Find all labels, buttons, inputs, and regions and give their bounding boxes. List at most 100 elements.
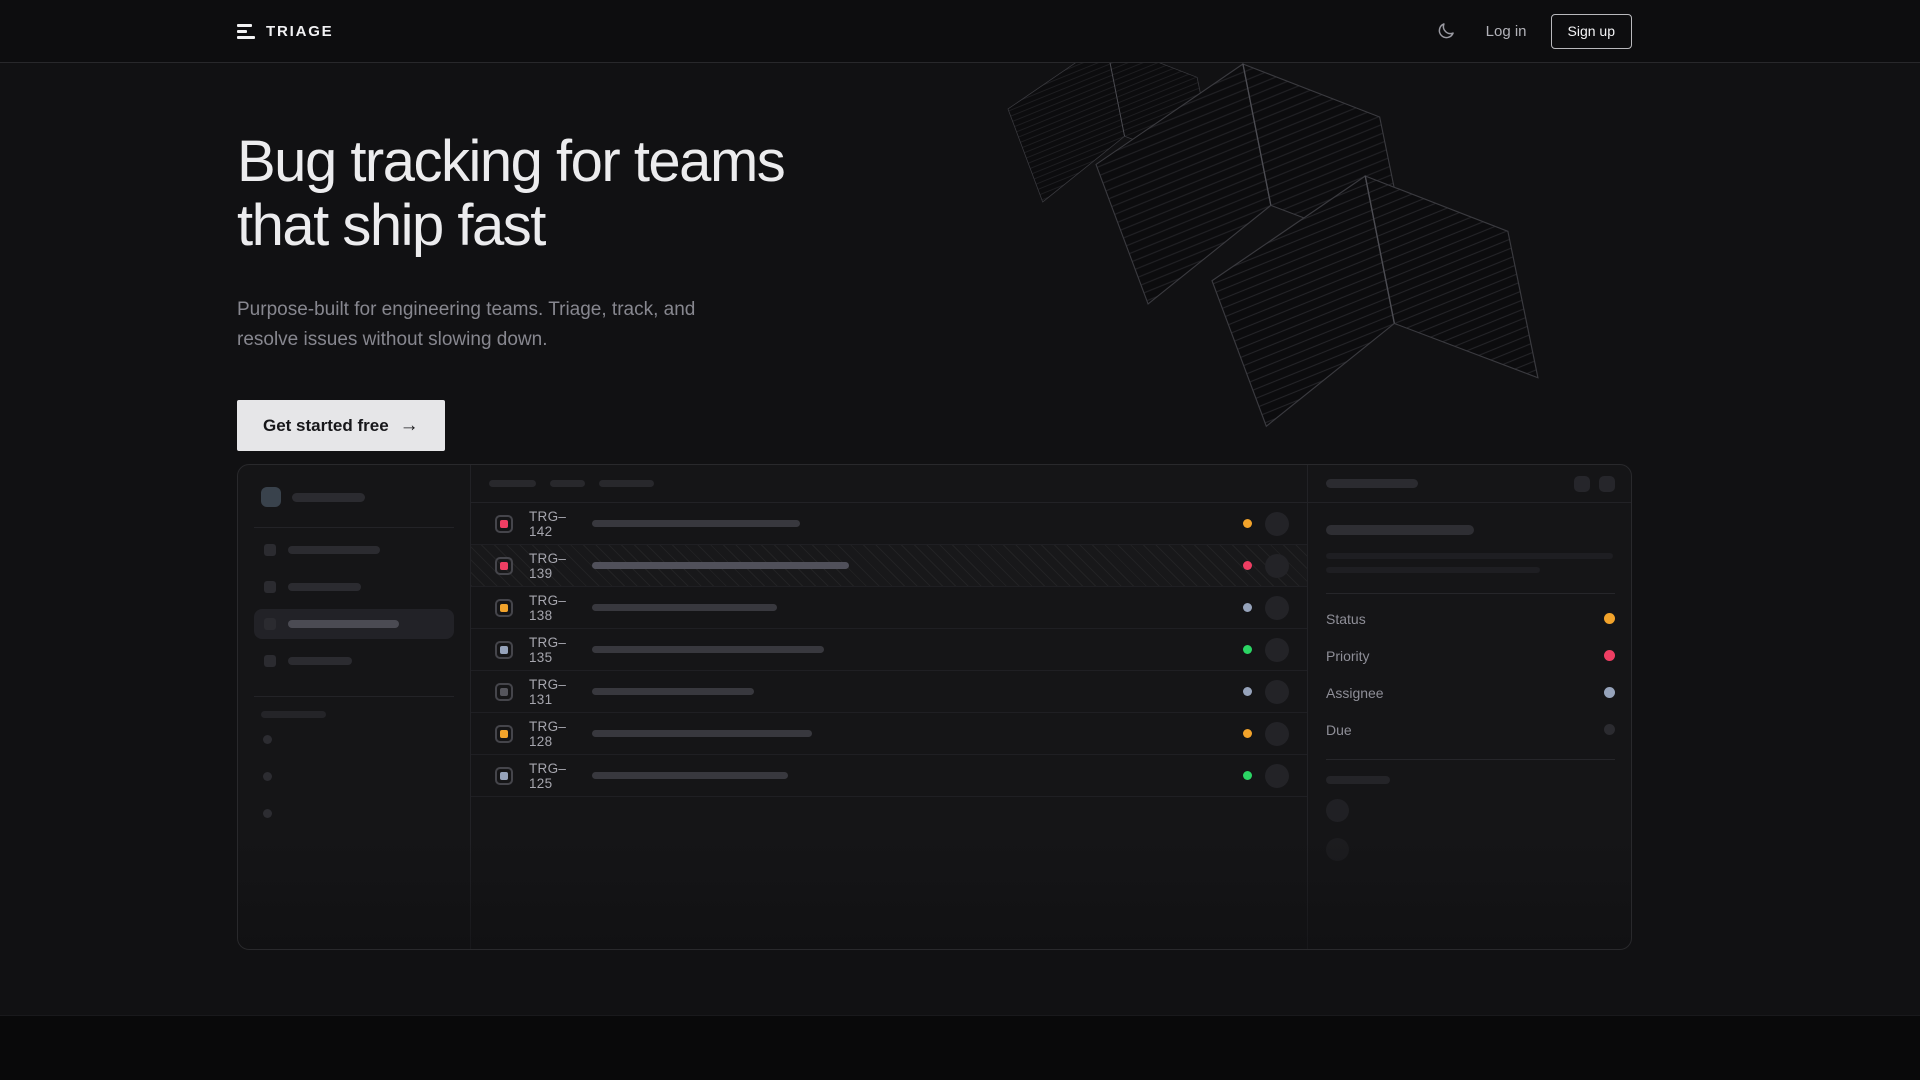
triage-logo-icon bbox=[237, 23, 255, 39]
issue-title-placeholder bbox=[592, 730, 812, 737]
hero-title: Bug tracking for teams that ship fast bbox=[237, 130, 1920, 258]
status-dot bbox=[1243, 645, 1252, 654]
brand-name: TRIAGE bbox=[266, 22, 334, 40]
issue-id: TRG–139 bbox=[529, 550, 567, 581]
hero-subtitle-line-2: resolve issues without slowing down. bbox=[237, 329, 548, 350]
sidebar-divider bbox=[254, 696, 454, 697]
filter-placeholder bbox=[489, 480, 536, 487]
assignee-avatar bbox=[1265, 679, 1289, 704]
issue-id: TRG–135 bbox=[529, 634, 567, 665]
detail-text-placeholder bbox=[1326, 553, 1613, 559]
sidebar-item-active bbox=[254, 609, 454, 639]
sidebar-item bbox=[254, 535, 454, 565]
field-label: Priority bbox=[1326, 647, 1370, 664]
assignee-avatar bbox=[1265, 553, 1289, 578]
workspace-avatar bbox=[261, 487, 281, 507]
theme-toggle-button[interactable] bbox=[1434, 19, 1458, 43]
issue-id: TRG–125 bbox=[529, 760, 567, 791]
signup-button[interactable]: Sign up bbox=[1550, 13, 1632, 49]
status-dot bbox=[1243, 771, 1252, 780]
issue-title-placeholder bbox=[592, 520, 800, 527]
issue-id: TRG–138 bbox=[529, 592, 567, 623]
assignee-value-dot bbox=[1604, 687, 1615, 698]
hero-title-line-1: Bug tracking for teams bbox=[237, 129, 786, 194]
issue-type-icon bbox=[495, 766, 513, 785]
issue-id: TRG–142 bbox=[529, 508, 567, 539]
issue-detail-panel: Status Priority Assignee Due bbox=[1308, 465, 1631, 949]
detail-field-assignee: Assignee bbox=[1326, 674, 1615, 711]
sidebar-item-label-placeholder bbox=[288, 620, 399, 628]
field-label: Assignee bbox=[1326, 684, 1384, 701]
detail-header-actions bbox=[1574, 475, 1615, 492]
comment-avatar-placeholder bbox=[1326, 838, 1349, 861]
detail-breadcrumb-placeholder bbox=[1326, 479, 1418, 488]
issue-type-icon bbox=[495, 640, 513, 659]
top-navbar: TRIAGE Log in Sign up bbox=[0, 0, 1920, 63]
nav-actions: Log in Sign up bbox=[1434, 13, 1632, 49]
comment-avatar-placeholder bbox=[1326, 799, 1349, 822]
detail-text-placeholder bbox=[1326, 567, 1540, 573]
issue-title-placeholder bbox=[592, 562, 849, 569]
moon-icon bbox=[1438, 23, 1454, 39]
footer-band bbox=[0, 1015, 1920, 1080]
detail-fields: Status Priority Assignee Due bbox=[1326, 600, 1615, 748]
sidebar-item-icon bbox=[264, 581, 276, 593]
hero-subtitle: Purpose-built for engineering teams. Tri… bbox=[237, 295, 1920, 355]
sidebar-item-icon bbox=[264, 618, 276, 630]
sidebar-item-label-placeholder bbox=[288, 546, 380, 554]
sidebar-item bbox=[254, 646, 454, 676]
issue-title-placeholder bbox=[592, 646, 824, 653]
issue-title-placeholder bbox=[592, 604, 777, 611]
issue-type-icon bbox=[495, 556, 513, 575]
sidebar-item-label-placeholder bbox=[288, 657, 352, 665]
get-started-label: Get started free bbox=[263, 415, 389, 435]
detail-action-placeholder bbox=[1599, 475, 1615, 492]
issue-list-header bbox=[471, 465, 1307, 503]
issue-row: TRG–128 bbox=[471, 713, 1307, 755]
hero-subtitle-line-1: Purpose-built for engineering teams. Tri… bbox=[237, 299, 696, 320]
sidebar-menu bbox=[254, 535, 454, 676]
mockup-sidebar bbox=[238, 465, 471, 949]
status-dot bbox=[1243, 603, 1252, 612]
filter-placeholder bbox=[599, 480, 654, 487]
field-label: Due bbox=[1326, 721, 1352, 738]
sidebar-divider bbox=[254, 527, 454, 528]
sidebar-dot bbox=[263, 735, 272, 744]
brand[interactable]: TRIAGE bbox=[237, 23, 333, 40]
sidebar-dot bbox=[263, 809, 272, 818]
sidebar-item-icon bbox=[264, 544, 276, 556]
issue-row: TRG–142 bbox=[471, 503, 1307, 545]
sidebar-item-label-placeholder bbox=[288, 583, 361, 591]
issue-type-icon bbox=[495, 682, 513, 701]
status-value-dot bbox=[1604, 613, 1615, 624]
sidebar-dot bbox=[263, 772, 272, 781]
priority-value-dot bbox=[1604, 650, 1615, 661]
detail-body: Status Priority Assignee Due bbox=[1308, 525, 1631, 861]
sidebar-dot-list bbox=[263, 735, 454, 818]
issue-list: TRG–142 TRG–139 TRG–138 bbox=[471, 465, 1308, 949]
issue-row: TRG–135 bbox=[471, 629, 1307, 671]
issue-row: TRG–125 bbox=[471, 755, 1307, 797]
due-value-dot bbox=[1604, 724, 1615, 735]
detail-action-placeholder bbox=[1574, 475, 1590, 492]
assignee-avatar bbox=[1265, 721, 1289, 746]
detail-field-due: Due bbox=[1326, 711, 1615, 748]
detail-divider bbox=[1326, 759, 1615, 760]
get-started-button[interactable]: Get started free → bbox=[237, 400, 445, 451]
hero-section: Bug tracking for teams that ship fast Pu… bbox=[0, 63, 1920, 1015]
activity-section-placeholder bbox=[1326, 776, 1390, 784]
status-dot bbox=[1243, 687, 1252, 696]
issue-id: TRG–128 bbox=[529, 718, 567, 749]
issue-type-icon bbox=[495, 724, 513, 743]
issue-title-placeholder bbox=[592, 688, 754, 695]
issue-row: TRG–131 bbox=[471, 671, 1307, 713]
login-link[interactable]: Log in bbox=[1485, 22, 1527, 40]
assignee-avatar bbox=[1265, 637, 1289, 662]
assignee-avatar bbox=[1265, 595, 1289, 620]
filter-placeholder bbox=[550, 480, 585, 487]
field-label: Status bbox=[1326, 610, 1366, 627]
detail-field-status: Status bbox=[1326, 600, 1615, 637]
issue-title-placeholder bbox=[592, 772, 788, 779]
issue-type-icon bbox=[495, 514, 513, 533]
